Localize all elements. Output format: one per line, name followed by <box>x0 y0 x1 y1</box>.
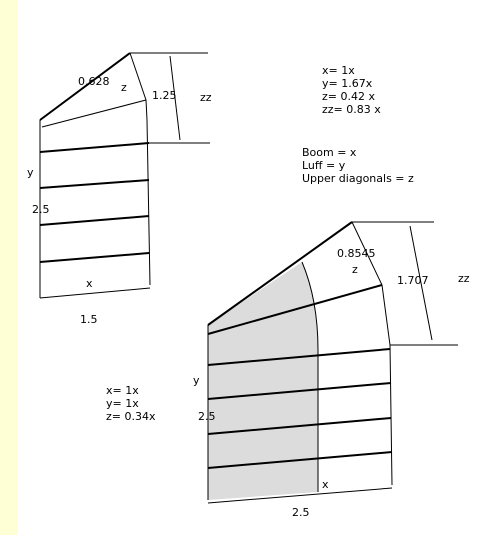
ratio-line: x= 1x <box>322 64 355 77</box>
sail2-diagonal-length: 0.8545 <box>337 247 376 260</box>
sail2-batten <box>207 284 383 335</box>
sail-diagram-large <box>207 221 458 504</box>
sail2-batten <box>207 417 392 435</box>
legend-line: Luff = y <box>302 159 346 172</box>
sail1-y-length: 2.5 <box>32 203 50 216</box>
sail1-leech <box>129 52 151 286</box>
legend-line: Upper diagonals = z <box>302 172 414 185</box>
sail1-boom <box>39 287 151 299</box>
sail1-batten <box>39 215 150 226</box>
sail1-diagonal-length: 0.628 <box>78 75 110 88</box>
sail2-inner-curve <box>301 261 319 492</box>
sail2-boom <box>207 487 393 504</box>
sail2-y-label: y <box>193 374 200 387</box>
sail2-x-length: 2.5 <box>292 506 310 519</box>
sail2-leech <box>351 221 393 486</box>
ratio-line: y= 1x <box>106 397 139 410</box>
sail1-batten <box>39 252 150 263</box>
left-sidebar-strip <box>0 0 18 535</box>
ratio-line: x= 1x <box>106 384 139 397</box>
sail2-y-length: 2.5 <box>198 410 216 423</box>
ratio-line: z= 0.34x <box>106 410 156 423</box>
sail1-batten <box>39 142 150 153</box>
sail1-zz-measure <box>169 55 181 141</box>
sail1-z-label: z <box>121 81 127 94</box>
sail-diagram-small <box>39 52 210 299</box>
sail1-x-label: x <box>86 277 93 290</box>
sail2-batten <box>207 451 393 469</box>
sail2-zz-measure <box>409 225 433 341</box>
sail1-x-length: 1.5 <box>80 313 98 326</box>
ratio-line: z= 0.42 x <box>322 90 375 103</box>
sail2-upper-diagonal <box>207 221 353 326</box>
sail1-y-label: y <box>27 166 34 179</box>
sail1-upper-diagonal <box>39 52 131 121</box>
sail1-ratio-notes: x= 1x y= 1.67x z= 0.42 x zz= 0.83 x <box>322 64 381 116</box>
sail2-batten <box>207 348 391 366</box>
sail2-x-label: x <box>322 478 329 491</box>
legend: Boom = x Luff = y Upper diagonals = z <box>302 146 414 185</box>
sail2-ratio-notes: x= 1x y= 1x z= 0.34x <box>106 384 156 423</box>
ratio-line: zz= 0.83 x <box>322 103 381 116</box>
sail2-z-label: z <box>352 263 358 276</box>
sail2-batten <box>207 382 392 400</box>
sail1-thin-chord <box>41 99 147 128</box>
ratio-line: y= 1.67x <box>322 77 373 90</box>
sail2-zz-label: zz <box>458 272 470 285</box>
legend-line: Boom = x <box>302 146 357 159</box>
sail1-zz-label: zz <box>200 91 212 104</box>
sail1-z-length: 1.25 <box>152 89 177 102</box>
sail1-batten <box>39 179 150 189</box>
sail2-z-length: 1.707 <box>397 274 429 287</box>
sail2-shaded-area <box>208 262 318 500</box>
